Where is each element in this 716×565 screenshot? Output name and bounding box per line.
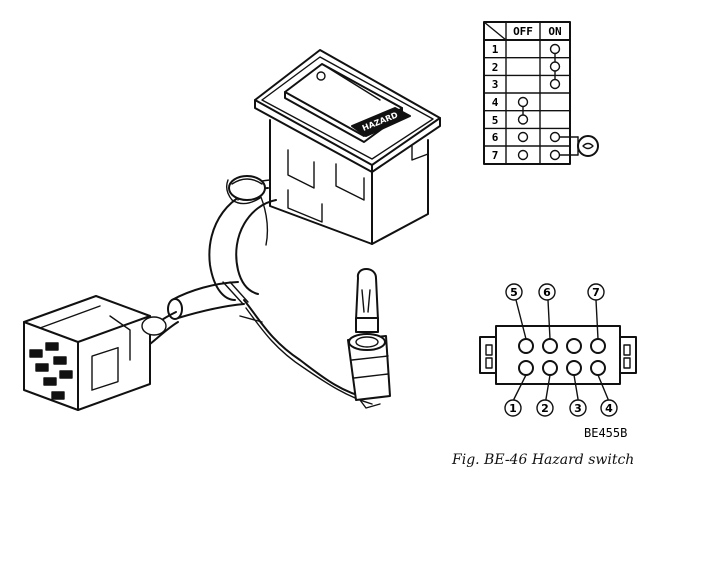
wire-harness [167,175,373,405]
table-row-4: 4 [492,96,499,109]
continuity-6-7-bulb [517,131,599,161]
plug-pins [29,342,73,400]
table-row-6: 6 [492,131,499,144]
pin-label-6: 6 [543,286,551,299]
continuity-on-1-2-3 [549,43,561,90]
pin-label-5: 5 [510,286,518,299]
connector-pin [566,360,582,376]
pilot-lamp-assembly [347,268,391,409]
table-row-7: 7 [492,149,499,162]
table-header-off: OFF [513,25,533,38]
switch-continuity-table: OFF ON 1 2 3 4 5 6 7 [483,21,599,165]
pin-label-7: 7 [592,286,600,299]
connector-pin [518,338,534,354]
pin-label-3: 3 [574,402,582,415]
figure-code: BE455B [584,426,627,440]
connector-pin [542,360,558,376]
connector-pinout: 5 6 7 1 2 3 4 [479,283,637,417]
connector-pin [542,338,558,354]
lamp-bulb-icon [355,268,379,321]
multi-pin-plug [23,295,179,411]
connector-pin [518,360,534,376]
hazard-switch-body: HAZARD [254,49,441,245]
connector-pin [566,338,582,354]
connector-pin [590,338,606,354]
table-row-3: 3 [492,78,499,91]
bulb-symbol-icon [577,135,599,157]
connector-pin [590,360,606,376]
pin-label-2: 2 [541,402,549,415]
table-row-1: 1 [492,43,499,56]
table-header-on: ON [548,25,561,38]
continuity-off-4-5 [517,96,529,125]
indicator-lens-icon [316,71,326,81]
table-row-2: 2 [492,61,499,74]
pin-label-1: 1 [509,402,517,415]
pin-label-4: 4 [605,402,613,415]
table-row-5: 5 [492,114,499,127]
figure-caption: Fig. BE-46 Hazard switch [452,452,635,468]
